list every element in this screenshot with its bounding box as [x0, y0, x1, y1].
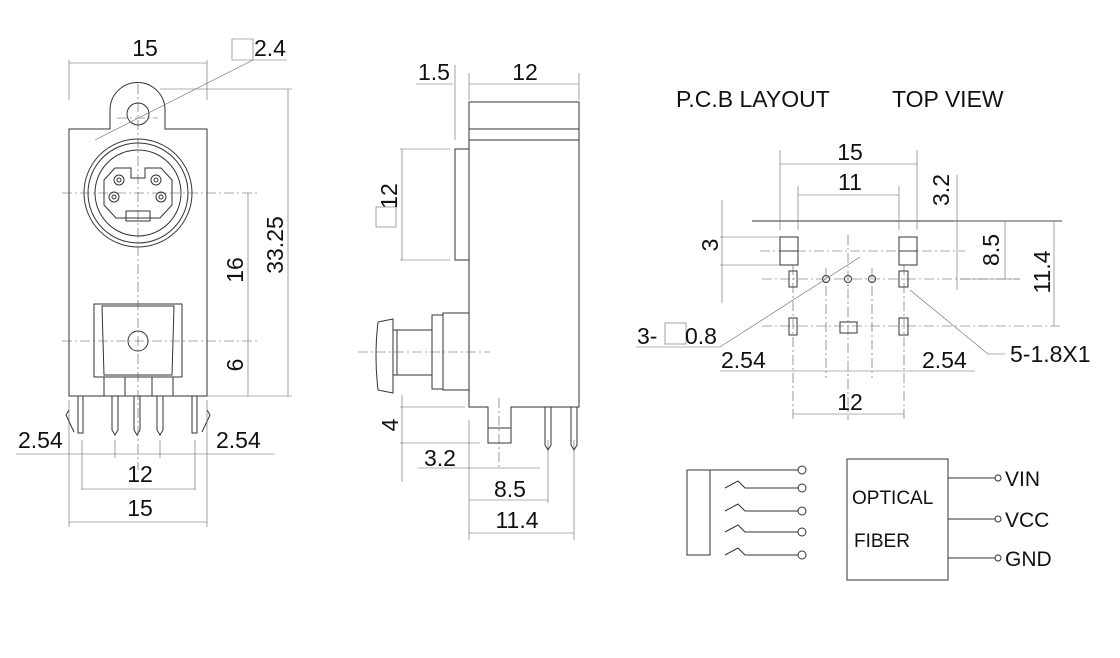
- side-pins: [544, 407, 578, 451]
- side-plate: [454, 148, 470, 261]
- height-label: 33.25: [262, 216, 288, 274]
- schematic: OPTICAL FIBER VIN VCC GND: [686, 458, 1052, 581]
- pin-gnd-label: GND: [1005, 548, 1052, 571]
- optical-fiber-block: [846, 458, 949, 581]
- pcb-dim-3-label: 3: [697, 239, 723, 252]
- side-body-outline: [468, 101, 580, 444]
- front-bottom-width-label: 15: [127, 495, 153, 521]
- dim-3-2-label: 3.2: [424, 445, 456, 471]
- square-symbol: [375, 206, 397, 228]
- pcb-pads: [779, 236, 918, 336]
- pcb-layout-title: P.C.B LAYOUT: [676, 86, 830, 112]
- pcb-width-11-label: 11: [838, 169, 862, 195]
- block-label-fiber: FIBER: [854, 531, 910, 552]
- side-depth-label: 12: [512, 59, 538, 85]
- pcb-pitch-right-label: 2.54: [922, 347, 967, 373]
- dim-11-4-label: 11.4: [495, 507, 538, 533]
- mini-din-insert: [103, 167, 173, 219]
- holes-prefix-label: 3-: [637, 323, 657, 349]
- front-body-outline: [68, 82, 208, 397]
- dim-16-label: 16: [222, 257, 248, 283]
- side-view: 1.5 12 12 4 3.2 8.5 11.4: [358, 59, 580, 540]
- switch-body: [686, 469, 798, 556]
- pcb-span-12-label: 12: [837, 389, 863, 415]
- pcb-width-15-label: 15: [837, 139, 863, 165]
- dim-4-label: 4: [377, 418, 403, 431]
- square-12-label: 12: [376, 183, 402, 209]
- pin-vcc-label: VCC: [1005, 509, 1049, 532]
- pitch-right-label: 2.54: [216, 427, 261, 453]
- pin-span-label: 12: [127, 461, 153, 487]
- front-pins: [65, 396, 211, 436]
- square-symbol: [664, 322, 687, 345]
- dim-8-5-label: 8.5: [494, 476, 526, 502]
- pitch-left-label: 2.54: [18, 427, 63, 453]
- optical-plug-head: [375, 318, 394, 394]
- front-view: 15 2.4 16 33.25 6 2.54 2.54 12 15: [16, 35, 292, 527]
- pin-vin-label: VIN: [1005, 468, 1040, 491]
- din-pins: [108, 174, 167, 203]
- holes-size-label: 0.8: [685, 323, 717, 349]
- pcb-dim-3-2-label: 3.2: [928, 174, 954, 206]
- switch-terminals: [797, 465, 807, 560]
- pcb-dim-8-5-label: 8.5: [978, 234, 1004, 266]
- dia-box-symbol: [94, 38, 287, 141]
- front-width-label: 15: [132, 35, 158, 61]
- block-label-optical: OPTICAL: [852, 488, 933, 509]
- slots-label: 5-1.8X1: [1010, 341, 1091, 367]
- dim-1-5-label: 1.5: [418, 59, 450, 85]
- pcb-layout: P.C.B LAYOUT TOP VIEW 15 11 3.2 3 8.5 11…: [636, 86, 1091, 420]
- dim-6-label: 6: [222, 359, 248, 372]
- hole-diameter-label: 2.4: [254, 35, 286, 61]
- pcb-pitch-left-label: 2.54: [721, 347, 766, 373]
- top-view-title: TOP VIEW: [892, 86, 1004, 112]
- switch-contacts: [724, 480, 798, 556]
- pcb-dim-11-4-label: 11.4: [1029, 250, 1055, 293]
